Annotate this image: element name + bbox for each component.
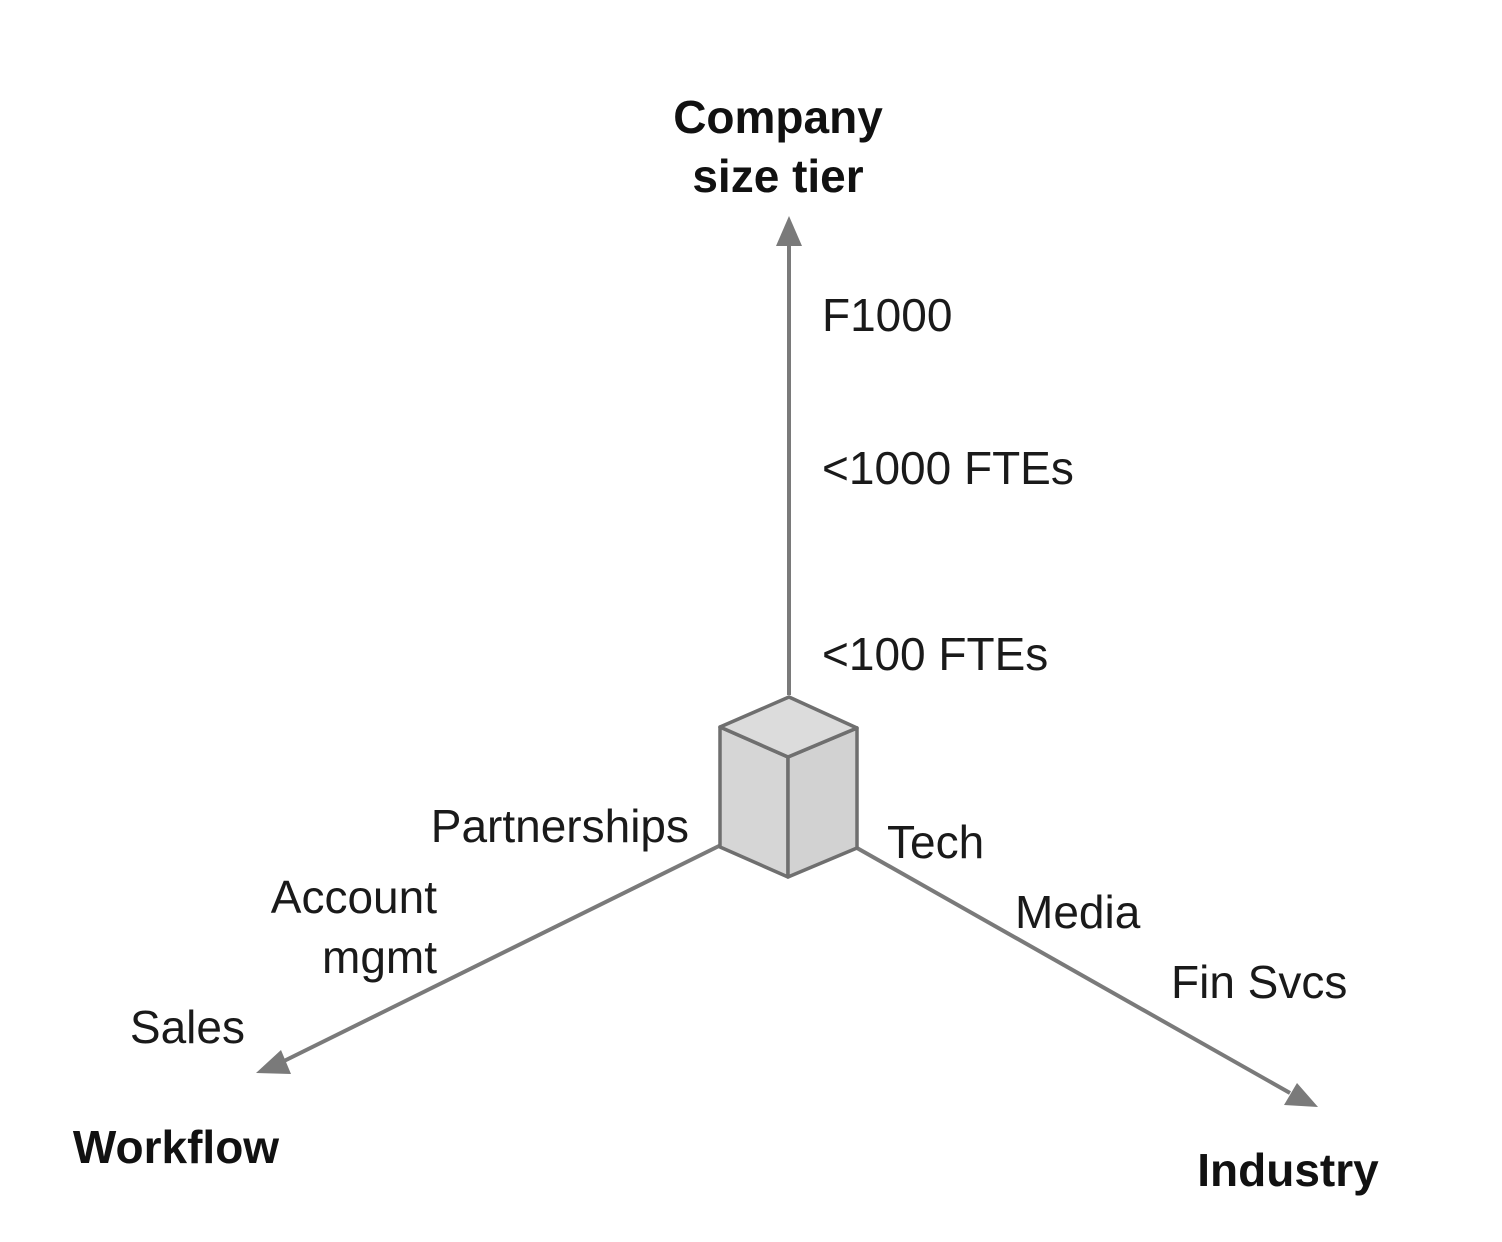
left-tick-account: Account [271, 871, 437, 923]
right-tick-tech: Tech [887, 816, 984, 868]
left-tick-sales: Sales [130, 1001, 245, 1053]
left-axis-arrow [256, 1050, 291, 1074]
left-axis-title: Workflow [73, 1121, 279, 1173]
vertical-tick-1000-ftes: <1000 FTEs [822, 442, 1074, 494]
right-axis-arrow [1284, 1083, 1318, 1107]
vertical-tick-100-ftes: <100 FTEs [822, 628, 1048, 680]
vertical-axis [776, 216, 802, 695]
cube-top-face [718, 695, 859, 759]
left-axis-line [281, 843, 722, 1064]
vertical-tick-f1000: F1000 [822, 289, 952, 341]
right-axis-line [856, 846, 1291, 1095]
left-tick-partnerships: Partnerships [431, 800, 689, 852]
vertical-axis-title-line2: size tier [692, 150, 863, 202]
right-axis [856, 846, 1318, 1107]
right-axis-title: Industry [1197, 1144, 1379, 1196]
vertical-axis-arrow [776, 216, 802, 246]
origin-cube [718, 695, 859, 879]
right-tick-fin-svcs: Fin Svcs [1171, 956, 1347, 1008]
left-tick-mgmt: mgmt [322, 931, 437, 983]
vertical-axis-title-line1: Company [673, 91, 883, 143]
left-axis [256, 843, 722, 1074]
right-tick-media: Media [1015, 886, 1141, 938]
